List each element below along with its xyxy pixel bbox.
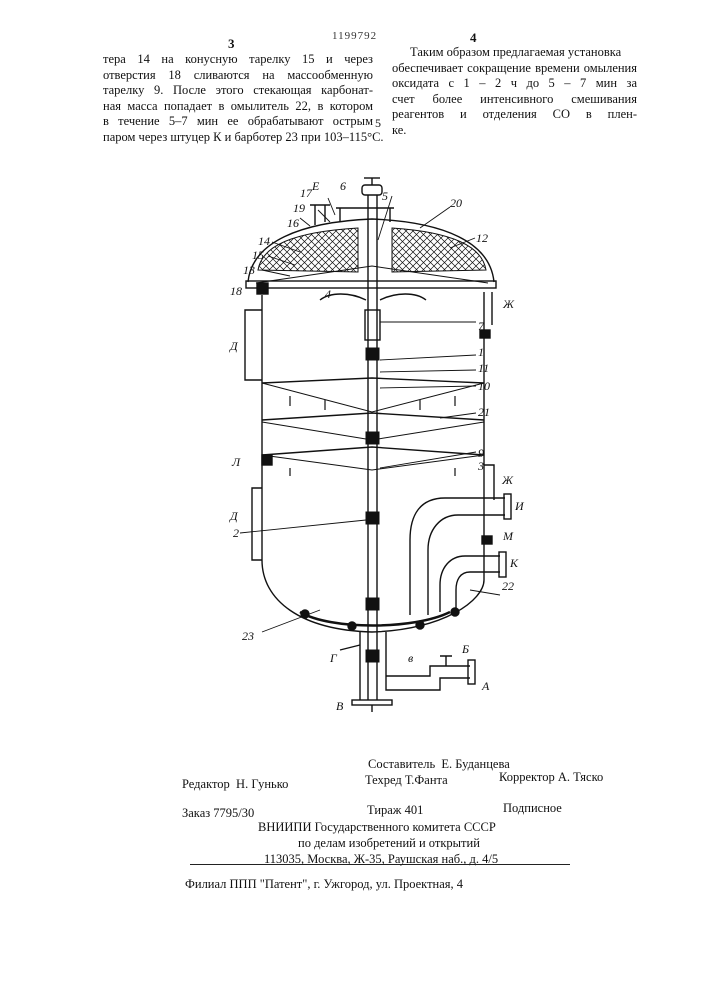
techred-name: Т.Фанта — [405, 773, 448, 787]
valve-handwheel — [362, 185, 382, 195]
label-ZH1: Ж — [502, 297, 515, 311]
text-line: тера 14 на конусную тарелку 15 и через — [103, 52, 373, 68]
label-I: И — [514, 499, 525, 513]
editor-line: Редактор Н. Гунько — [182, 777, 288, 792]
packing-right — [392, 228, 486, 272]
label-M: М — [502, 529, 514, 543]
text-line: ная масса попадает в омылитель 22, в кот… — [103, 99, 373, 115]
nozzle-e — [310, 205, 330, 225]
label-V1: В — [336, 699, 344, 713]
label-16: 16 — [287, 216, 299, 230]
label-18: 18 — [230, 284, 242, 298]
label-14: 14 — [258, 234, 270, 248]
page-number-left: 3 — [228, 36, 235, 52]
techred-line: Техред Т.Фанта — [365, 773, 448, 788]
text-line: реагентов и отделения СО в плен- — [392, 107, 637, 123]
label-1: 1 — [478, 345, 484, 359]
bottom-dome — [262, 560, 484, 632]
subscription: Подписное — [503, 801, 562, 816]
label-15: 15 — [252, 248, 264, 262]
label-3: 3 — [477, 459, 484, 473]
label-V2: в — [408, 651, 413, 665]
text-line: тарелку 9. После этого стекающая карбона… — [103, 83, 373, 99]
packing-left — [258, 228, 358, 272]
org-line-2: по делам изобретений и открытий — [298, 836, 480, 851]
text-line: оксидата с 1 – 2 ч до 5 – 7 мин за — [392, 76, 637, 92]
label-ZH2: Ж — [501, 473, 514, 487]
corrector-line: Корректор А. Тяско — [499, 770, 603, 785]
label-E: Е — [311, 179, 320, 193]
right-text-column: Таким образом предлагаемая установка обе… — [392, 45, 637, 139]
label-D2: Д — [229, 509, 239, 523]
jacket-upper — [245, 310, 262, 380]
line-number-marker: 5 — [375, 116, 381, 131]
label-19: 19 — [293, 201, 305, 215]
label-D1: Д — [229, 339, 239, 353]
label-7: 7 — [478, 319, 485, 333]
label-12: 12 — [476, 231, 488, 245]
circulation: Тираж 401 — [367, 803, 423, 818]
label-A: А — [481, 679, 490, 693]
compiler-name: Е. Буданцева — [441, 757, 509, 771]
text-line: паром через штуцер К и барботер 23 при 1… — [103, 130, 373, 146]
corrector-label: Корректор — [499, 770, 555, 784]
page-number-right: 4 — [470, 30, 477, 46]
text-line: в течение 5–7 мин ее обрабатывают острым — [103, 114, 373, 130]
label-L: Л — [231, 455, 241, 469]
label-21: 21 — [478, 405, 490, 419]
branch-line: Филиал ППП "Патент", г. Ужгород, ул. Про… — [185, 877, 463, 892]
label-13: 13 — [243, 263, 255, 277]
label-11: 11 — [478, 361, 489, 375]
compiler-label: Составитель — [368, 757, 435, 771]
patent-number: 1199792 — [332, 30, 377, 42]
label-B: Б — [461, 642, 469, 656]
org-line-1: ВНИИПИ Государственного комитета СССР — [258, 820, 496, 835]
label-4: 4 — [325, 287, 331, 301]
editor-name: Н. Гунько — [236, 777, 288, 791]
editor-label: Редактор — [182, 777, 230, 791]
text-line: Таким образом предлагаемая установка — [392, 45, 637, 61]
top-flange — [246, 281, 496, 288]
order-number: Заказ 7795/30 — [182, 806, 254, 821]
label-6: 6 — [340, 179, 346, 193]
jacket-lower — [252, 488, 262, 560]
label-10: 10 — [478, 379, 490, 393]
label-23: 23 — [242, 629, 254, 643]
techred-label: Техред — [365, 773, 402, 787]
label-22: 22 — [502, 579, 514, 593]
label-2: 2 — [233, 526, 239, 540]
imprint-divider — [190, 864, 570, 865]
left-text-column: тера 14 на конусную тарелку 15 и через о… — [103, 52, 373, 146]
text-line: счет более интенсивного смешивания — [392, 92, 637, 108]
text-line: ке. — [392, 123, 637, 139]
text-line: отверстия 18 сливаются на массообменную — [103, 68, 373, 84]
label-20: 20 — [450, 196, 462, 210]
label-9: 9 — [478, 446, 484, 460]
label-G: Г — [329, 651, 338, 665]
apparatus-drawing: 17 Е 6 5 20 19 16 14 12 15 13 18 4 Ж 7 1… — [0, 150, 707, 730]
flange-bolt-left — [257, 283, 268, 294]
compiler-line: Составитель Е. Буданцева — [368, 757, 510, 772]
corrector-name: А. Тяско — [558, 770, 603, 784]
text-line: обеспечивает сокращение времени омыления — [392, 61, 637, 77]
label-5: 5 — [382, 189, 388, 203]
label-K: К — [509, 556, 519, 570]
